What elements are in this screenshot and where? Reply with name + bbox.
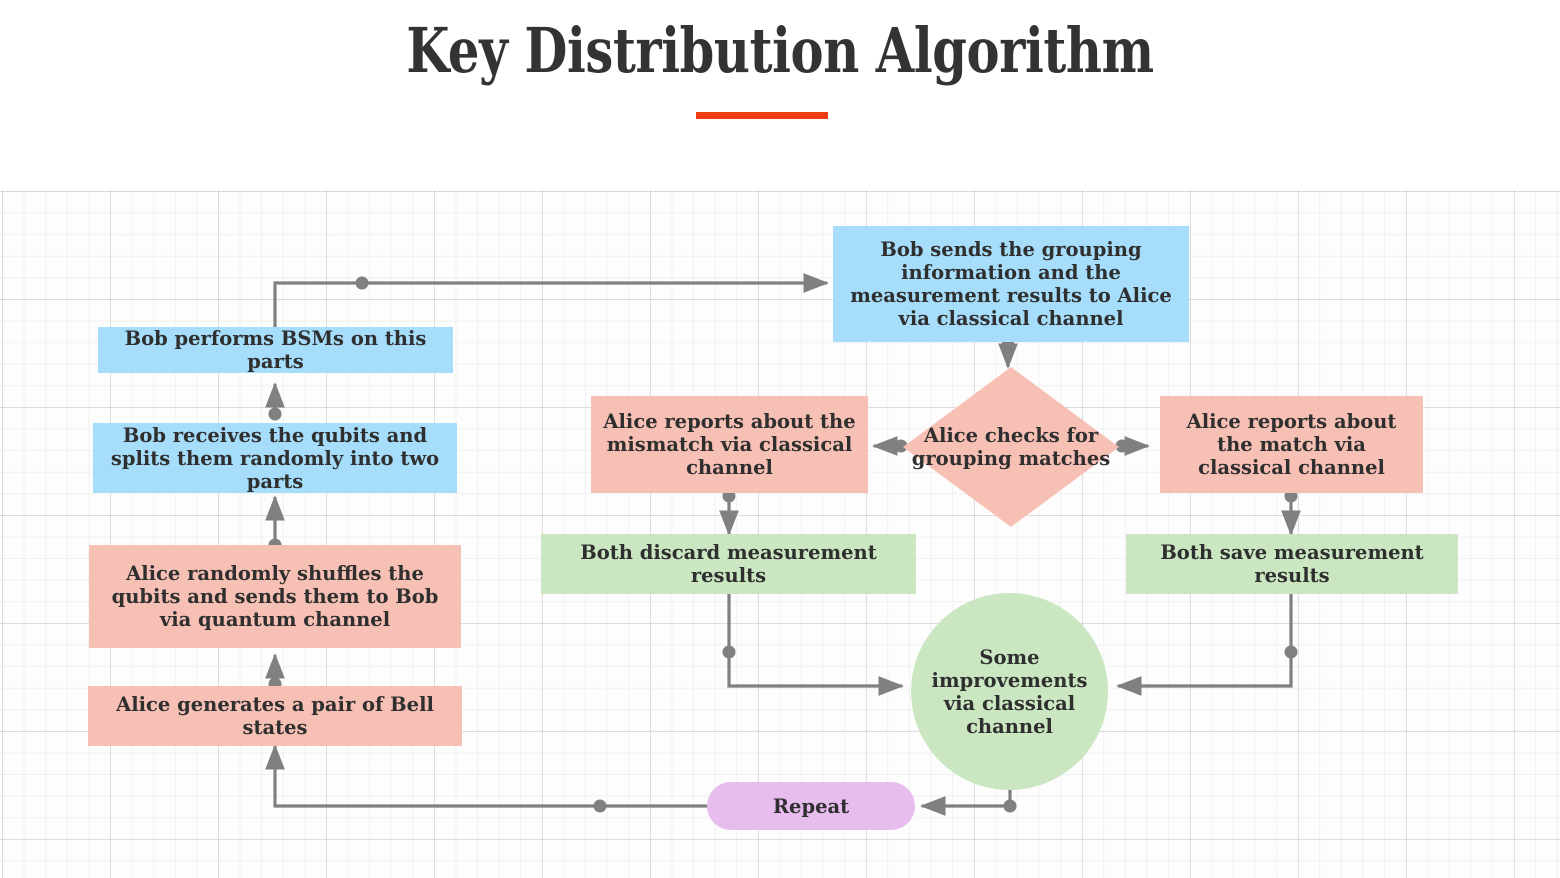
node-label: Alice reports about the match via classi…	[1186, 410, 1397, 479]
edge-dot	[1003, 799, 1017, 813]
node-alice-reports-match[interactable]: Alice reports about the match via classi…	[1160, 396, 1423, 493]
node-both-discard-results[interactable]: Both discard measurement results	[541, 534, 916, 594]
node-alice-shuffles-qubits[interactable]: Alice randomly shuffles the qubits and s…	[89, 545, 461, 648]
node-alice-checks-grouping-matches[interactable]: Alice checks for grouping matches	[903, 367, 1119, 527]
node-both-save-results[interactable]: Both save measurement results	[1126, 534, 1458, 594]
node-label: Alice checks for grouping matches	[911, 424, 1111, 470]
node-repeat[interactable]: Repeat	[707, 782, 915, 830]
node-label: Bob performs BSMs on this parts	[124, 327, 427, 373]
node-label: Bob sends the grouping information and t…	[850, 238, 1172, 330]
node-label: Bob receives the qubits and splits them …	[110, 423, 440, 493]
node-bob-sends-grouping-info[interactable]: Bob sends the grouping information and t…	[833, 226, 1189, 342]
edge-bsm-to-sends	[273, 273, 829, 330]
node-label: Alice reports about the mismatch via cla…	[603, 410, 856, 479]
edge-dot	[1115, 439, 1129, 453]
node-label: Alice generates a pair of Bell states	[116, 693, 434, 739]
node-alice-generates-bell-states[interactable]: Alice generates a pair of Bell states	[88, 686, 462, 746]
edge-dot	[355, 276, 369, 290]
edge-dot	[593, 799, 607, 813]
edge-dot	[722, 645, 736, 659]
node-label: Both save measurement results	[1160, 541, 1424, 587]
edge-repeat-to-bell	[265, 744, 718, 808]
edge-dot	[894, 439, 908, 453]
page-title: Key Distribution Algorithm	[406, 14, 1154, 87]
node-label: Some improvements via classical channel	[931, 645, 1088, 738]
edge-dot	[1284, 645, 1298, 659]
node-alice-reports-mismatch[interactable]: Alice reports about the mismatch via cla…	[591, 396, 868, 493]
edge-discard-to-improve	[727, 594, 904, 696]
edge-dot	[268, 407, 282, 421]
flowchart-canvas: Bob performs BSMs on this parts Bob rece…	[0, 190, 1560, 878]
node-bob-performs-bsms[interactable]: Bob performs BSMs on this parts	[98, 327, 453, 373]
node-label: Repeat	[772, 794, 850, 818]
node-bob-receives-qubits[interactable]: Bob receives the qubits and splits them …	[93, 423, 457, 493]
node-label: Alice randomly shuffles the qubits and s…	[111, 562, 439, 631]
page-header: Key Distribution Algorithm	[0, 0, 1560, 190]
title-underline-accent	[696, 112, 828, 119]
node-label: Both discard measurement results	[580, 541, 877, 587]
node-some-improvements[interactable]: Some improvements via classical channel	[911, 593, 1108, 790]
edge-improve-to-repeat	[920, 790, 1012, 816]
edge-save-to-improve	[1116, 594, 1293, 696]
